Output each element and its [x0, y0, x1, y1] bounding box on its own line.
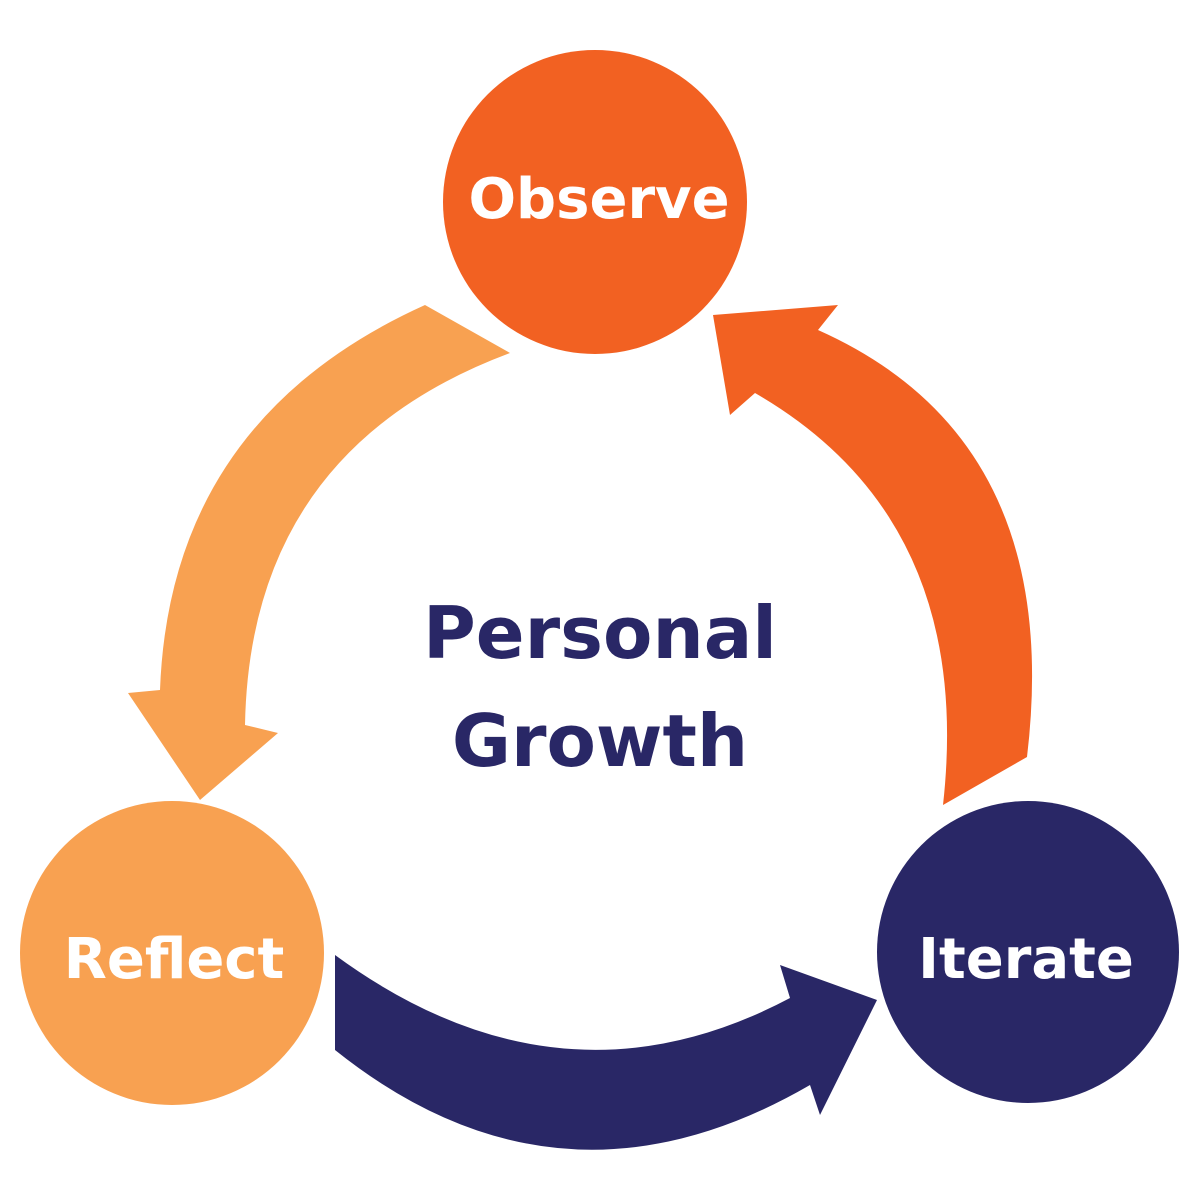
arrow-observe-to-reflect — [128, 305, 510, 800]
observe-label: Observe — [468, 167, 729, 232]
observe-circle — [443, 50, 747, 354]
center-title-line1: Personal — [423, 591, 777, 675]
stage-iterate: Iterate — [877, 801, 1179, 1103]
reflect-circle — [20, 801, 324, 1105]
center-title-line2: Growth — [452, 699, 748, 783]
arrow-reflect-to-iterate — [335, 955, 877, 1150]
stage-reflect: Reflect — [20, 801, 324, 1105]
stage-observe: Observe — [443, 50, 747, 354]
reflect-label: Reflect — [64, 927, 285, 992]
iterate-circle — [877, 801, 1179, 1103]
iterate-label: Iterate — [918, 927, 1134, 992]
arrow-iterate-to-observe — [713, 305, 1033, 805]
